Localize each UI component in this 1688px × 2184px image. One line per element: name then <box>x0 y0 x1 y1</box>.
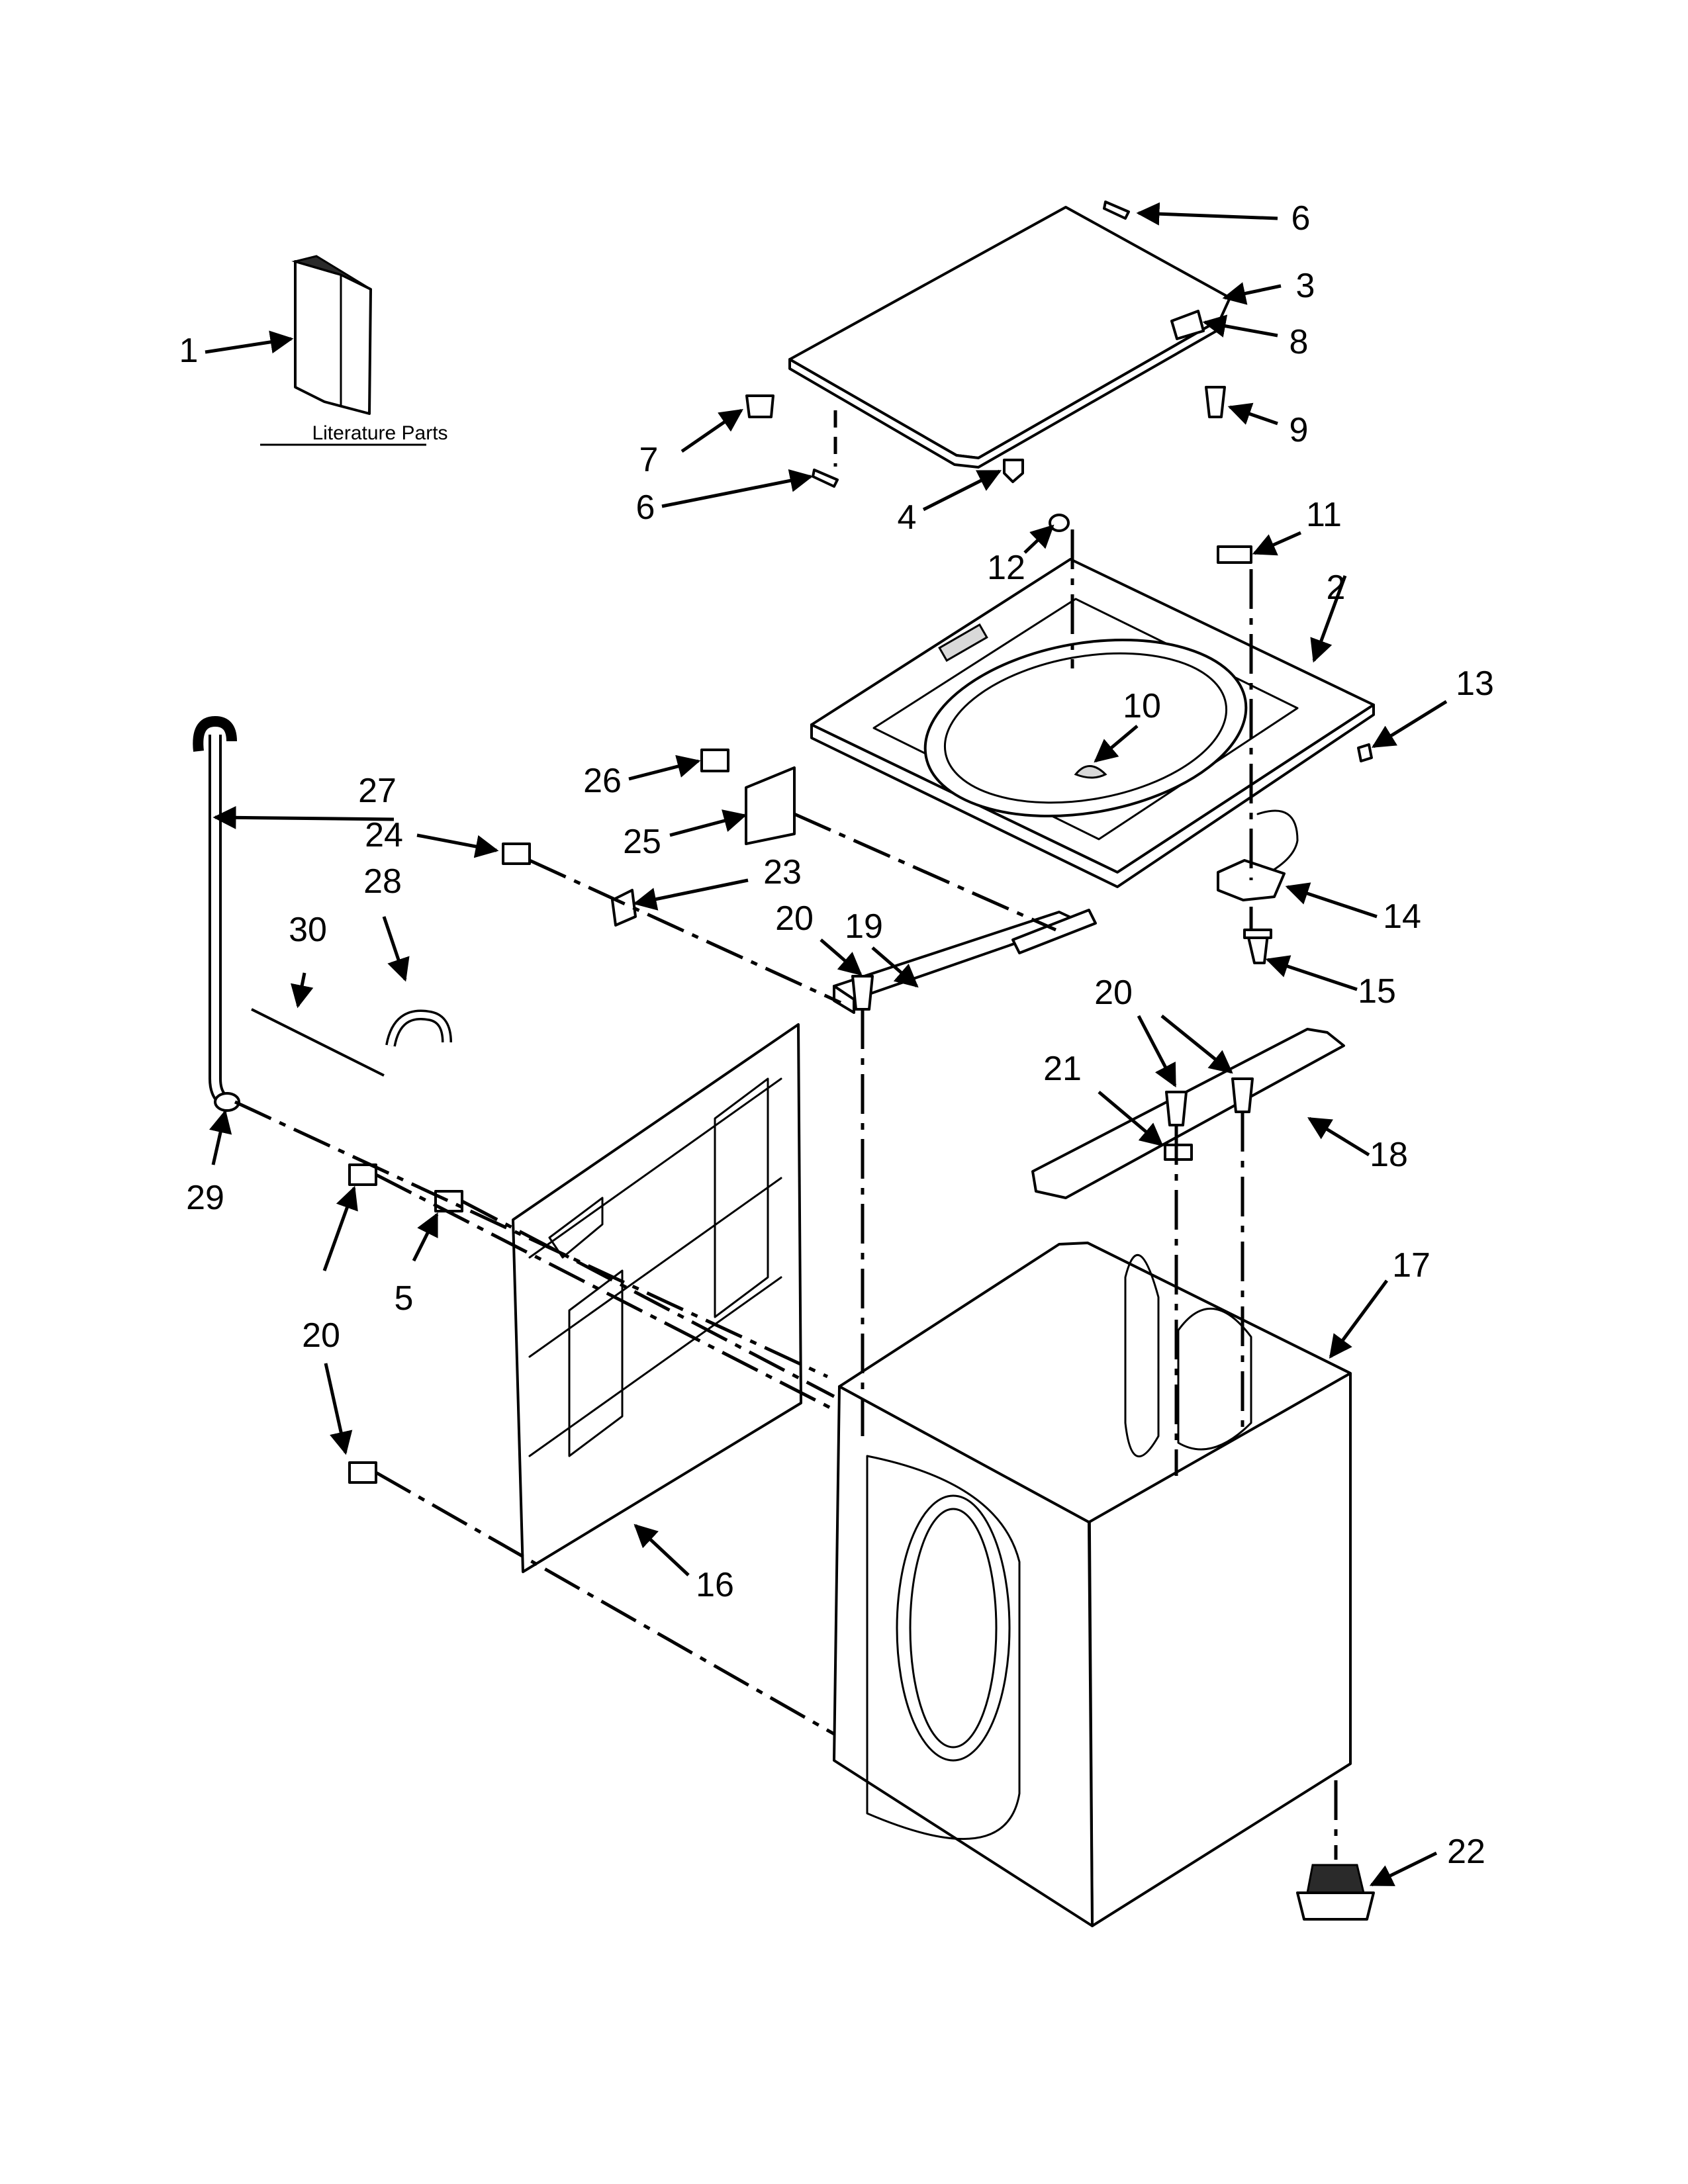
callout-10: 10 <box>1123 687 1161 725</box>
callout-1: 1 <box>179 332 199 370</box>
washer-lid <box>788 206 1231 469</box>
callout-leaders <box>205 202 1448 1887</box>
leveling-foot <box>1296 1864 1375 1921</box>
washer-top-panel <box>810 558 1375 888</box>
hose-wire-tie <box>251 1008 385 1077</box>
callout-28: 28 <box>363 862 402 901</box>
callout-25: 25 <box>623 823 661 861</box>
callout-3: 3 <box>1296 267 1315 305</box>
callout-2: 2 <box>1327 569 1346 607</box>
drain-hose <box>193 715 237 1104</box>
literature-parts-caption: Literature Parts <box>312 422 447 444</box>
callout-17: 17 <box>1392 1246 1430 1285</box>
callout-16: 16 <box>696 1566 734 1604</box>
callout-24: 24 <box>365 816 403 854</box>
callout-20-right: 20 <box>1094 974 1133 1012</box>
grommet-12 <box>1049 514 1070 532</box>
lid-screw-7 <box>745 394 774 418</box>
callout-14: 14 <box>1383 897 1421 936</box>
callout-6-top: 6 <box>1291 199 1311 238</box>
callout-20-top: 20 <box>775 899 814 938</box>
callout-9: 9 <box>1289 411 1309 449</box>
screw-20-left-b <box>348 1461 377 1484</box>
lid-bumper-4 <box>1003 459 1024 483</box>
screw-20-right-a <box>1165 1091 1188 1126</box>
screw-24 <box>502 842 531 865</box>
screw-20-top <box>851 975 874 1011</box>
literature-booklet <box>291 255 372 415</box>
callout-11: 11 <box>1306 496 1342 534</box>
callout-8: 8 <box>1289 323 1309 361</box>
screw-20-left-a <box>348 1163 377 1186</box>
clip-13 <box>1357 743 1373 762</box>
lid-switch-assembly <box>1217 809 1299 901</box>
callout-5: 5 <box>395 1279 414 1318</box>
callout-labels: 1 2 3 4 5 6 6 7 8 9 10 11 12 13 14 15 16… <box>179 199 1494 1871</box>
screw-9 <box>1205 386 1226 418</box>
callout-15: 15 <box>1358 972 1396 1011</box>
callout-23: 23 <box>763 853 802 891</box>
callout-21: 21 <box>1043 1050 1082 1088</box>
callout-20-left: 20 <box>302 1316 340 1355</box>
callout-4: 4 <box>898 498 917 537</box>
callout-18: 18 <box>1370 1136 1408 1174</box>
callout-19: 19 <box>845 907 883 946</box>
screw-20-right-b <box>1231 1077 1254 1113</box>
tab-11 <box>1217 545 1252 564</box>
callout-29: 29 <box>186 1179 224 1217</box>
bracket-25 <box>745 766 796 845</box>
callout-13: 13 <box>1456 664 1494 703</box>
callout-12: 12 <box>987 549 1025 587</box>
callout-7: 7 <box>639 441 659 479</box>
callout-26: 26 <box>583 762 622 800</box>
callout-27: 27 <box>358 772 397 810</box>
clip-23 <box>611 889 637 927</box>
washer-cabinet <box>833 1242 1352 1927</box>
hinge-pin-bottom <box>812 469 839 488</box>
callout-22: 22 <box>1447 1833 1485 1871</box>
hinge-pin-top <box>1103 201 1130 220</box>
screw-26 <box>700 749 729 772</box>
clip-21 <box>1164 1144 1193 1161</box>
rear-top-bracket <box>1031 1028 1345 1199</box>
hose-u-fitting <box>385 1009 452 1047</box>
callout-6-bottom: 6 <box>636 488 655 527</box>
assembly-guide-lines <box>234 410 1338 1860</box>
callout-30: 30 <box>289 911 327 949</box>
right-top-bracket <box>1011 909 1097 954</box>
lid-switch-screw <box>1243 929 1272 964</box>
